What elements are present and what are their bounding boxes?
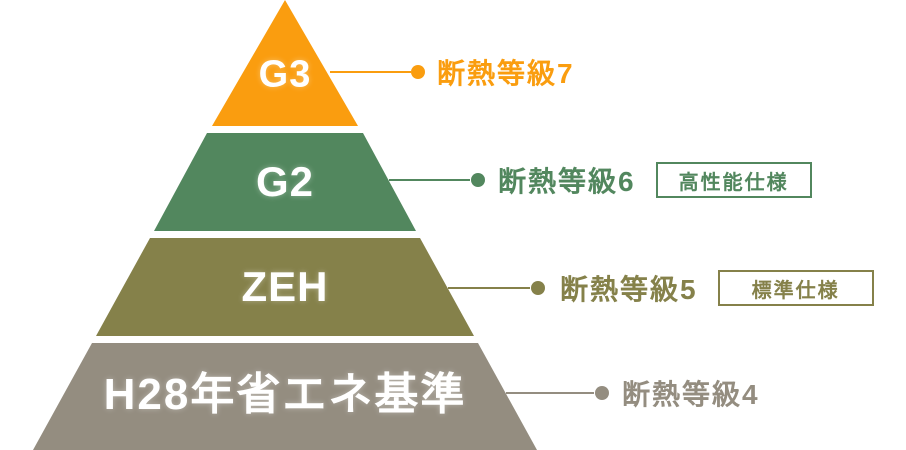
connector-dot-grade6 xyxy=(471,173,485,187)
badge-standard-spec: 標準仕様 xyxy=(717,270,874,306)
annotation-grade4: 断熱等級4 xyxy=(622,373,760,413)
connector-dot-grade7 xyxy=(411,65,425,79)
annotation-label-grade5: 断熱等級5 xyxy=(560,274,698,305)
tier-shape-zeh xyxy=(96,238,474,336)
tier-shape-g3 xyxy=(212,0,358,126)
connector-dot-grade4 xyxy=(595,386,609,400)
tier-label-g2: G2 xyxy=(255,158,315,205)
annotation-label-grade7: 断熱等級7 xyxy=(437,58,575,89)
annotation-label-grade4: 断熱等級4 xyxy=(622,379,760,410)
tier-shape-g2 xyxy=(154,133,416,231)
tier-label-g3: G3 xyxy=(258,53,312,96)
tier-shape-h28 xyxy=(33,343,537,450)
annotation-label-grade6: 断熱等級6 xyxy=(498,166,636,197)
annotation-grade6: 断熱等級6 高性能仕様 xyxy=(498,160,812,200)
tier-label-h28: H28年省エネ基準 xyxy=(103,370,467,419)
annotation-grade5: 断熱等級5 標準仕様 xyxy=(560,268,874,308)
annotation-grade7: 断熱等級7 xyxy=(437,52,575,92)
connector-dot-grade5 xyxy=(531,281,545,295)
tier-label-zeh: ZEH xyxy=(241,263,329,310)
badge-high-performance-spec: 高性能仕様 xyxy=(655,162,812,198)
